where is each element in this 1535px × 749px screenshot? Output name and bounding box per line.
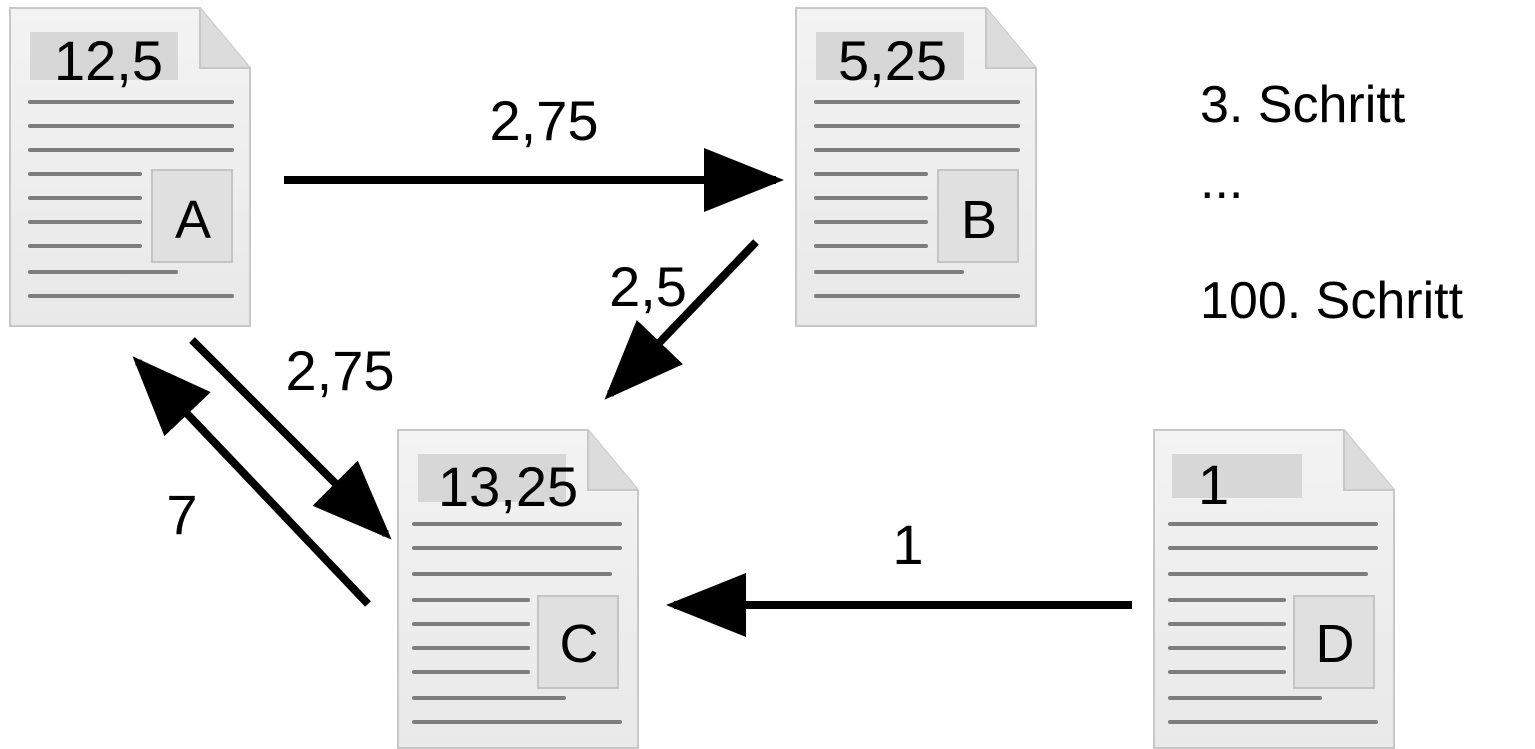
document-d-label: D (1316, 614, 1355, 674)
edge-b-to-c-label: 2,5 (609, 255, 687, 318)
document-d: 1 D (1153, 429, 1395, 749)
edge-a-to-b-label: 2,75 (490, 89, 599, 152)
edge-a-to-c-label: 2,75 (286, 339, 395, 402)
edge-c-to-a-arrow (132, 356, 371, 607)
document-b: 5,25 B (795, 7, 1037, 327)
edge-d-to-c-label: 1 (892, 513, 923, 576)
document-b-label: B (961, 190, 997, 250)
document-c-score: 13,25 (438, 455, 578, 518)
step-ellipsis: ... (1200, 152, 1243, 210)
document-d-score: 1 (1198, 453, 1229, 516)
edge-c-to-a-label: 7 (166, 483, 197, 546)
document-a-score: 12,5 (54, 29, 163, 92)
document-b-score: 5,25 (838, 29, 947, 92)
step-label-100: 100. Schritt (1200, 272, 1464, 330)
edge-b-to-c-arrow (604, 239, 759, 400)
document-a-label: A (175, 190, 211, 250)
edge-a-to-c-arrow (189, 337, 392, 540)
step-label-3: 3. Schritt (1200, 76, 1406, 134)
document-a: 12,5 A (9, 7, 251, 327)
document-c-label: C (560, 614, 599, 674)
document-c: 13,25 C (397, 429, 639, 749)
